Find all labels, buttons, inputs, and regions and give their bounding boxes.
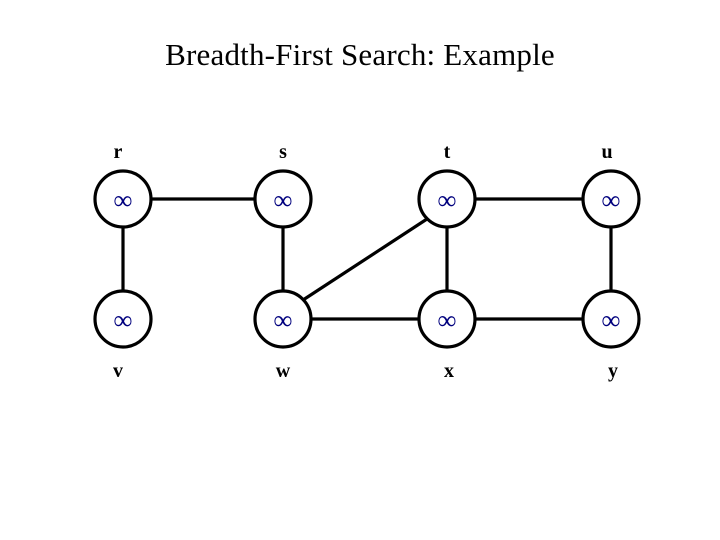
graph-node-s[interactable]: ∞ xyxy=(253,169,313,229)
graph-edge-t-w xyxy=(302,217,428,302)
node-label-v: v xyxy=(113,360,123,382)
node-circle-v xyxy=(93,289,153,349)
graph-node-y[interactable]: ∞ xyxy=(581,289,641,349)
node-circle-w xyxy=(253,289,313,349)
node-label-r: r xyxy=(114,141,123,163)
node-value-r: ∞ xyxy=(113,185,132,215)
node-circle-y xyxy=(581,289,641,349)
node-label-s: s xyxy=(279,141,287,163)
node-value-t: ∞ xyxy=(437,185,456,215)
graph-node-r[interactable]: ∞ xyxy=(93,169,153,229)
node-circle-x xyxy=(417,289,477,349)
graph-node-v[interactable]: ∞ xyxy=(93,289,153,349)
node-circle-u xyxy=(581,169,641,229)
graph-node-u[interactable]: ∞ xyxy=(581,169,641,229)
node-value-s: ∞ xyxy=(273,185,292,215)
node-labels-group: r s t u v w x y xyxy=(113,141,618,382)
edges-group xyxy=(121,197,613,321)
node-value-y: ∞ xyxy=(601,305,620,335)
node-label-x: x xyxy=(444,360,454,382)
node-circle-t xyxy=(417,169,477,229)
node-value-x: ∞ xyxy=(437,305,456,335)
node-value-v: ∞ xyxy=(113,305,132,335)
page-title: Breadth-First Search: Example xyxy=(165,37,555,72)
node-label-w: w xyxy=(276,360,291,382)
node-label-u: u xyxy=(601,141,612,163)
node-circle-r xyxy=(93,169,153,229)
graph-node-w[interactable]: ∞ xyxy=(253,289,313,349)
nodes-group: ∞ ∞ ∞ ∞ ∞ ∞ ∞ ∞ xyxy=(93,169,641,349)
node-value-u: ∞ xyxy=(601,185,620,215)
graph-node-x[interactable]: ∞ xyxy=(417,289,477,349)
graph-node-t[interactable]: ∞ xyxy=(417,169,477,229)
node-value-w: ∞ xyxy=(273,305,292,335)
node-label-t: t xyxy=(444,141,451,163)
node-label-y: y xyxy=(608,360,618,382)
node-circle-s xyxy=(253,169,313,229)
